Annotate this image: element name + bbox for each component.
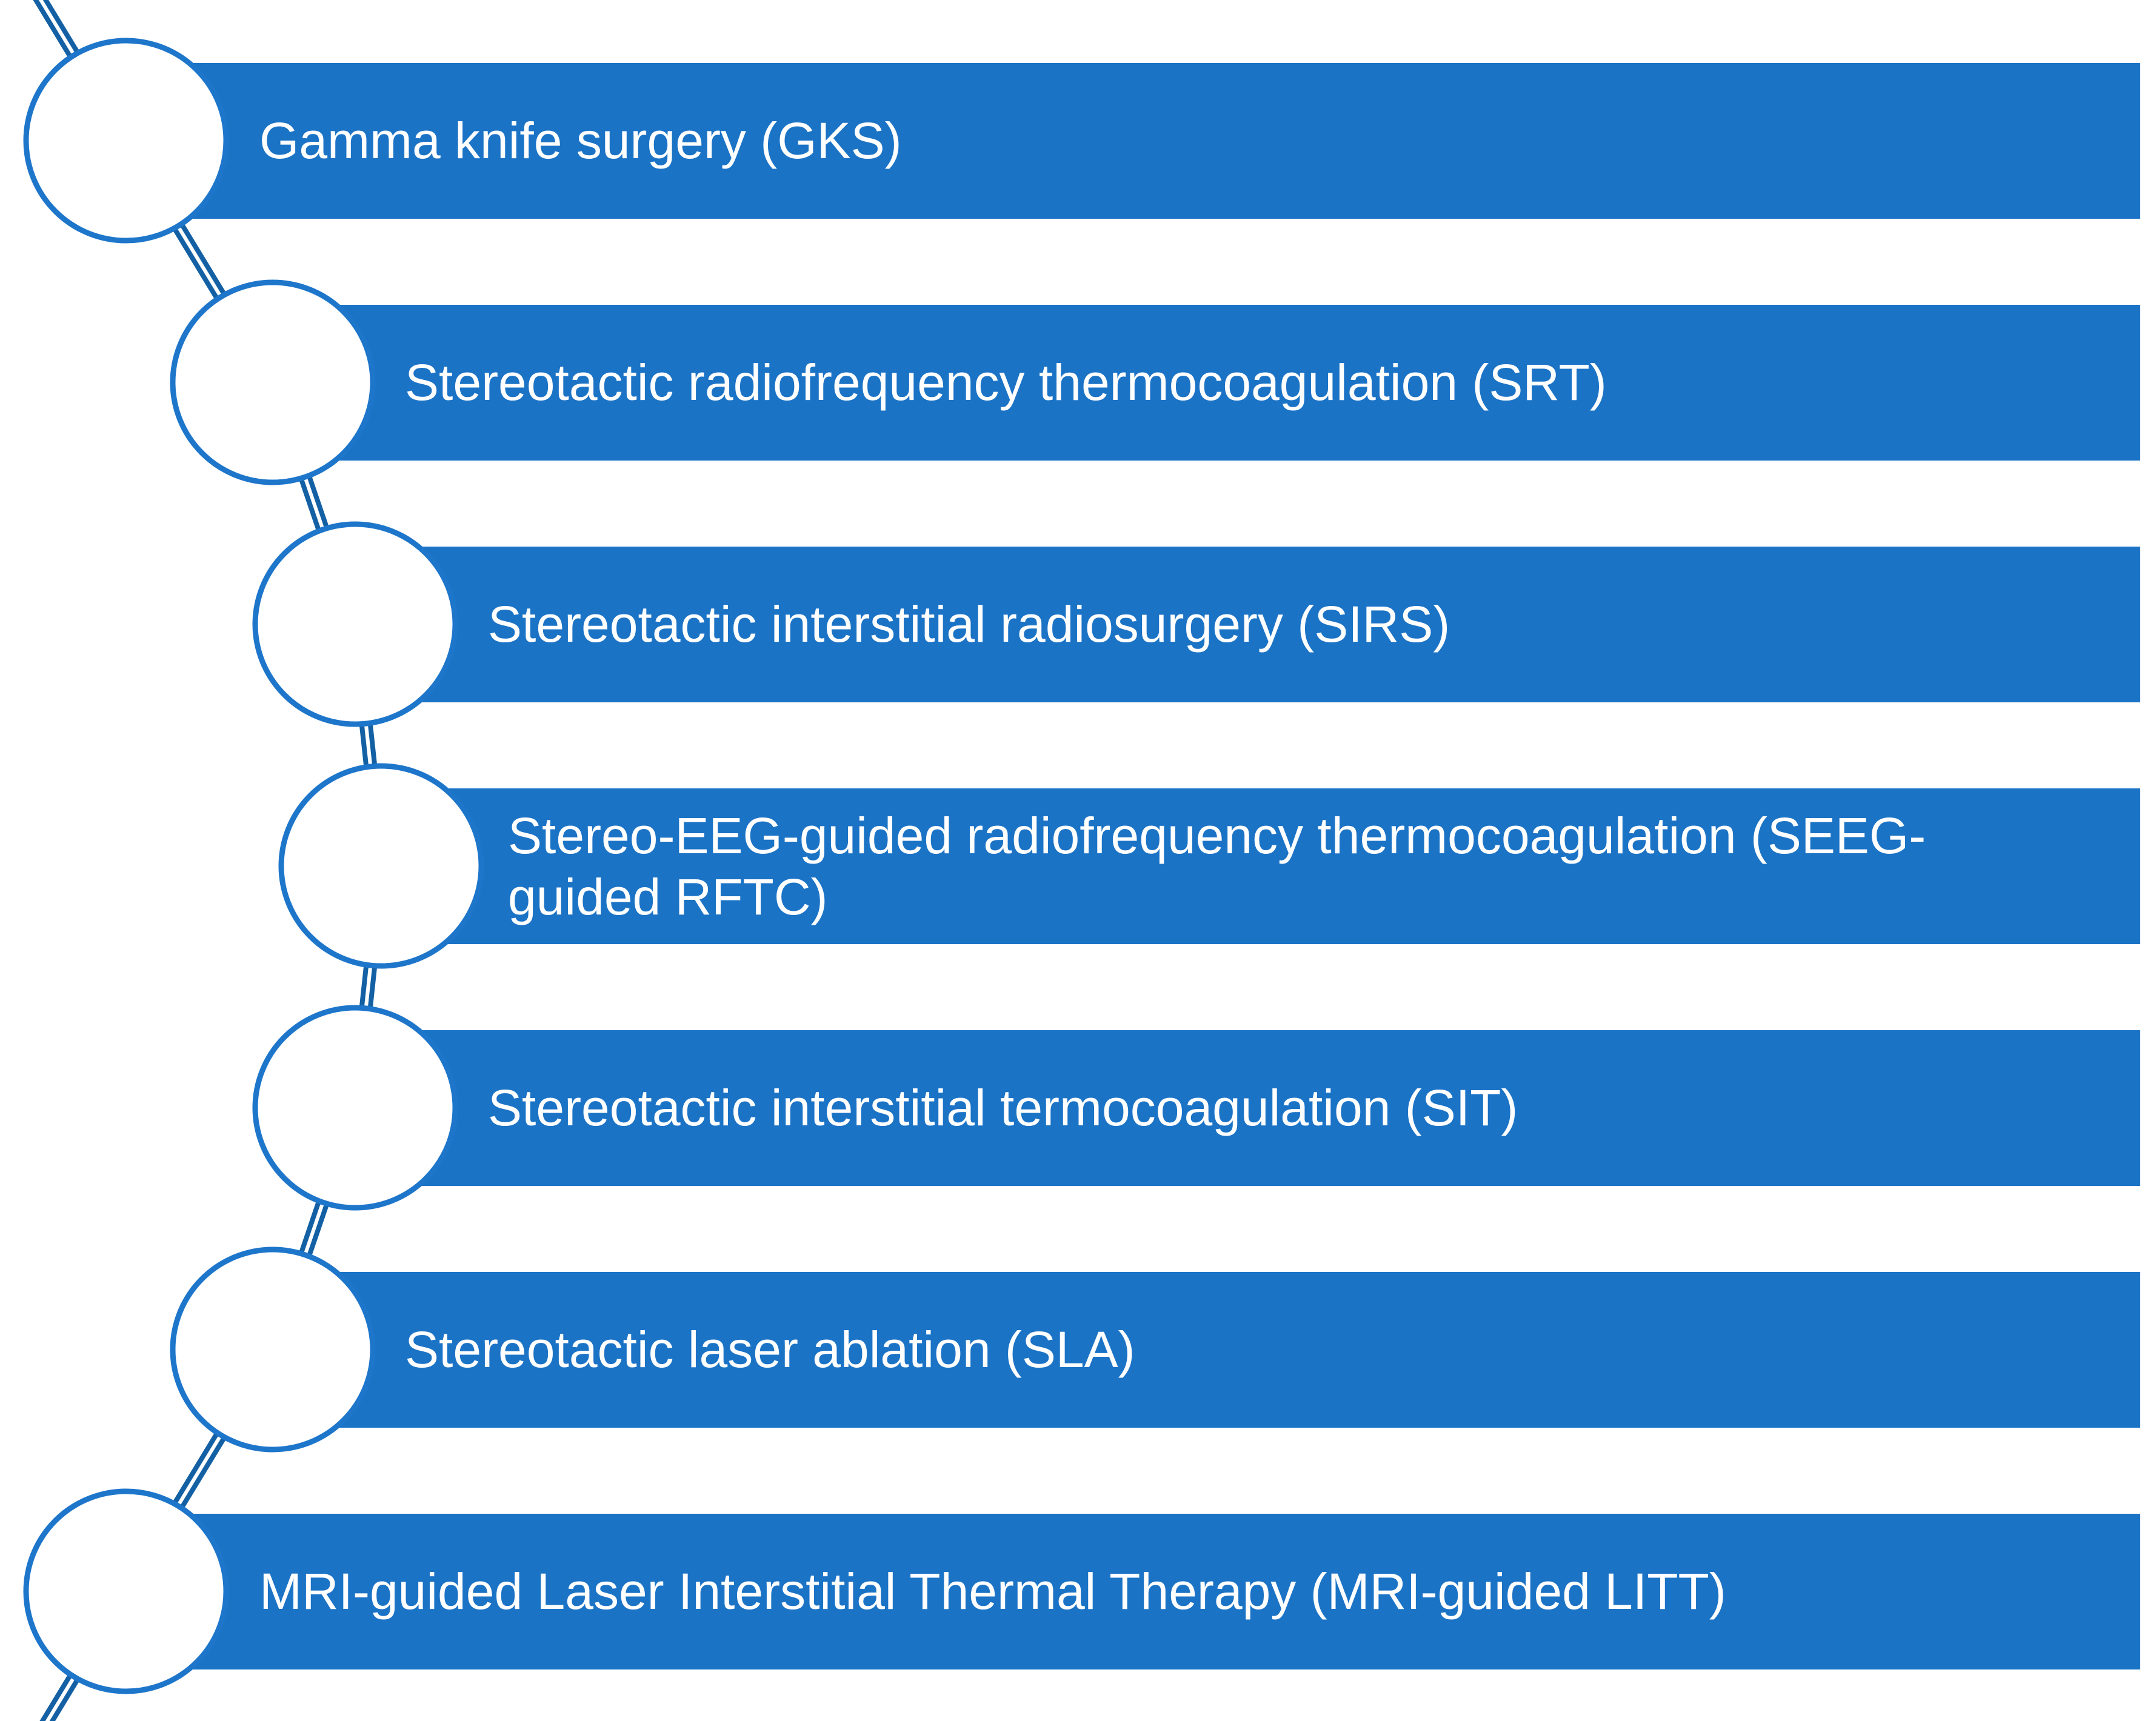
list-item-bar: Stereotactic interstitial radiosurgery (…	[343, 547, 2140, 702]
list-item-bar: MRI-guided Laser Interstitial Thermal Th…	[114, 1514, 2140, 1669]
list-item-label: Gamma knife surgery (GKS)	[259, 112, 902, 170]
list-item-bar: Stereotactic interstitial termocoagulati…	[344, 1030, 2140, 1186]
connector-line	[172, 221, 227, 302]
connector-line	[39, 1672, 81, 1721]
list-item-label: Stereotactic laser ablation (SLA)	[405, 1321, 1135, 1379]
list-item-bar: Stereotactic laser ablation (SLA)	[261, 1272, 2140, 1428]
list-item-label: Stereotactic interstitial termocoagulati…	[488, 1079, 1518, 1137]
connector-line	[359, 963, 378, 1011]
list-item-bar: Stereo-EEG-guided radiofrequency thermoc…	[369, 788, 2140, 944]
list-item-bar: Gamma knife surgery (GKS)	[114, 63, 2140, 219]
list-item-bar: Stereotactic radiofrequency thermocoagul…	[261, 305, 2140, 461]
connector-line	[33, 0, 81, 60]
list-item-label: Stereotactic radiofrequency thermocoagul…	[405, 354, 1607, 411]
connector-line	[172, 1430, 227, 1511]
list-item-label: MRI-guided Laser Interstitial Thermal Th…	[259, 1563, 1726, 1620]
list-item-label: Stereo-EEG-guided radiofrequency thermoc…	[508, 807, 1926, 925]
list-item-label: Stereotactic interstitial radiosurgery (…	[488, 596, 1450, 653]
connector-line	[359, 721, 378, 769]
connector-line	[298, 1199, 330, 1259]
connector-line	[298, 473, 330, 533]
